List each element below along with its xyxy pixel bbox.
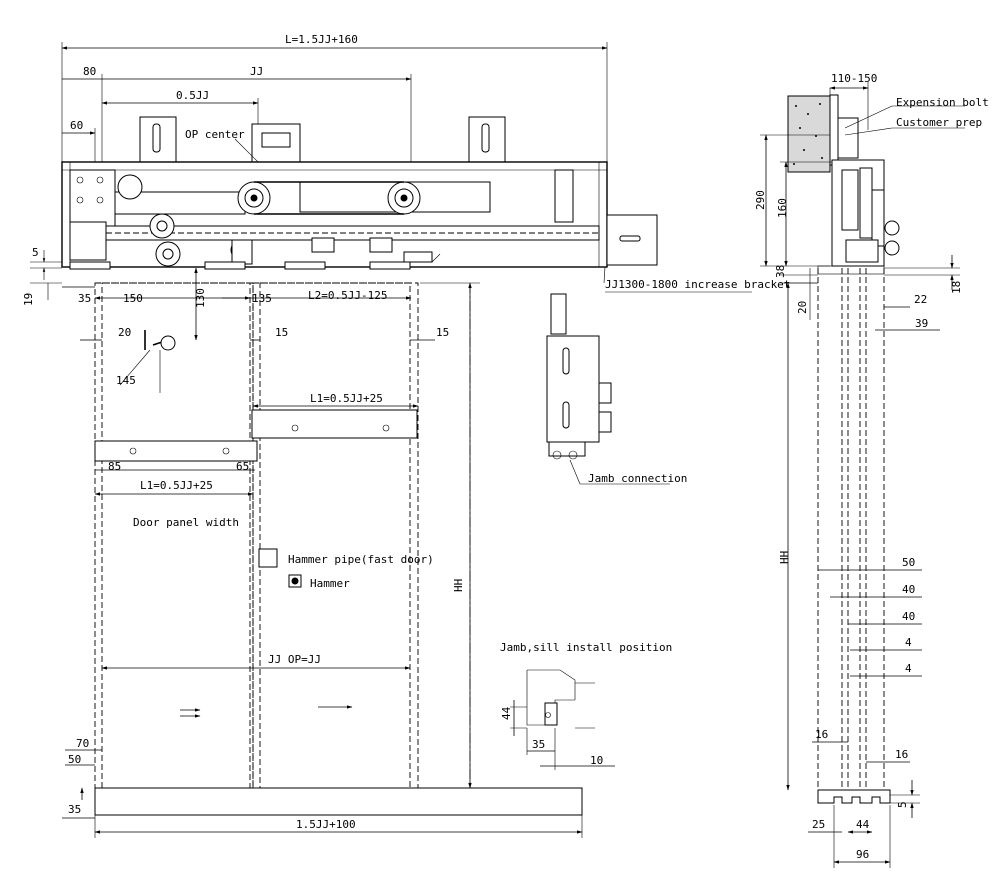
sill-dim-10: 10 bbox=[590, 754, 603, 767]
side-dim-22: 22 bbox=[914, 293, 927, 306]
concrete-dots bbox=[793, 103, 823, 165]
side-hh: HH bbox=[778, 551, 791, 564]
dim-70: 70 bbox=[76, 737, 89, 750]
dim-85: 85 bbox=[108, 460, 121, 473]
dim-15-left: 15 bbox=[275, 326, 288, 339]
l2-dim: L2=0.5JJ-125 bbox=[308, 289, 387, 302]
dim-50: 50 bbox=[68, 753, 81, 766]
op-center-label: OP center bbox=[185, 128, 245, 141]
dim-5: 5 bbox=[32, 246, 39, 259]
side-dim-39: 39 bbox=[915, 317, 928, 330]
jj-op-dim: JJ OP=JJ bbox=[268, 653, 321, 666]
side-dim-18: 18 bbox=[950, 281, 963, 294]
side-dim-50: 50 bbox=[902, 556, 915, 569]
dim-19: 19 bbox=[22, 293, 35, 306]
side-dim-4b: 4 bbox=[905, 662, 912, 675]
offset-60-dim: 60 bbox=[70, 119, 83, 132]
top-dimension-lines bbox=[61, 42, 608, 165]
side-dim-40b: 40 bbox=[902, 610, 915, 623]
header-bottom-dims bbox=[30, 250, 412, 341]
dim-150: 150 bbox=[123, 292, 143, 305]
side-dim-4a: 4 bbox=[905, 636, 912, 649]
dim-20: 20 bbox=[118, 326, 131, 339]
sill-dim-44: 44 bbox=[500, 706, 513, 720]
side-dim-160: 160 bbox=[776, 198, 789, 218]
operator-header bbox=[61, 161, 658, 284]
wall-section bbox=[787, 95, 831, 173]
half-opening-dim: 0.5JJ bbox=[176, 89, 209, 102]
l1-right-dim: L1=0.5JJ+25 bbox=[310, 392, 383, 405]
side-dim-5: 5 bbox=[896, 801, 909, 808]
side-dim-44: 44 bbox=[856, 818, 870, 831]
side-view bbox=[787, 88, 900, 804]
dim-145: 145 bbox=[116, 374, 136, 387]
side-dim-96: 96 bbox=[856, 848, 869, 861]
side-dim-20: 20 bbox=[796, 301, 809, 314]
door-panels bbox=[94, 282, 480, 789]
side-dim-38: 38 bbox=[774, 265, 787, 278]
side-view-dims bbox=[760, 82, 965, 868]
hammer-label: Hammer bbox=[310, 577, 350, 590]
door-panel-width-label: Door panel width bbox=[133, 516, 239, 529]
side-dim-40a: 40 bbox=[902, 583, 915, 596]
dim-35-bottom: 35 bbox=[68, 803, 81, 816]
side-dim-290: 290 bbox=[754, 190, 767, 210]
sill-install-title: Jamb,sill install position bbox=[500, 641, 672, 654]
sill bbox=[94, 787, 583, 816]
jamb-connection-detail bbox=[546, 293, 670, 485]
mounting-brackets bbox=[139, 116, 506, 163]
side-range-110-150: 110-150 bbox=[831, 72, 877, 85]
offset-80-dim: 80 bbox=[83, 65, 96, 78]
sill-install-detail bbox=[510, 669, 615, 770]
clear-opening-dim: JJ bbox=[250, 65, 263, 78]
overall-length-dim: L=1.5JJ+160 bbox=[285, 33, 358, 46]
hammer-pipe-label: Hammer pipe(fast door) bbox=[288, 553, 434, 566]
side-dim-25: 25 bbox=[812, 818, 825, 831]
dim-35-top: 35 bbox=[78, 292, 91, 305]
dim-135: 135 bbox=[252, 292, 272, 305]
l1-left-dim: L1=0.5JJ+25 bbox=[140, 479, 213, 492]
panel-dims bbox=[62, 282, 583, 838]
customer-prep-label: Customer prep bbox=[896, 116, 982, 129]
dim-65: 65 bbox=[236, 460, 249, 473]
side-dim-16-right: 16 bbox=[895, 748, 908, 761]
dim-130: 130 bbox=[194, 288, 207, 308]
dim-15-right: 15 bbox=[436, 326, 449, 339]
front-view: L=1.5JJ+160 80 JJ 0.5JJ 60 OP center bbox=[22, 33, 790, 838]
hh-dim: HH bbox=[452, 579, 465, 592]
side-dim-16-left: 16 bbox=[815, 728, 828, 741]
increase-bracket-label: JJ1300-1800 increase bracket bbox=[605, 278, 790, 291]
sill-dim-35: 35 bbox=[532, 738, 545, 751]
jamb-connection-label: Jamb connection bbox=[588, 472, 687, 485]
expansion-bolt-label: Expension bolt bbox=[896, 96, 989, 109]
sill-length-dim: 1.5JJ+100 bbox=[296, 818, 356, 831]
